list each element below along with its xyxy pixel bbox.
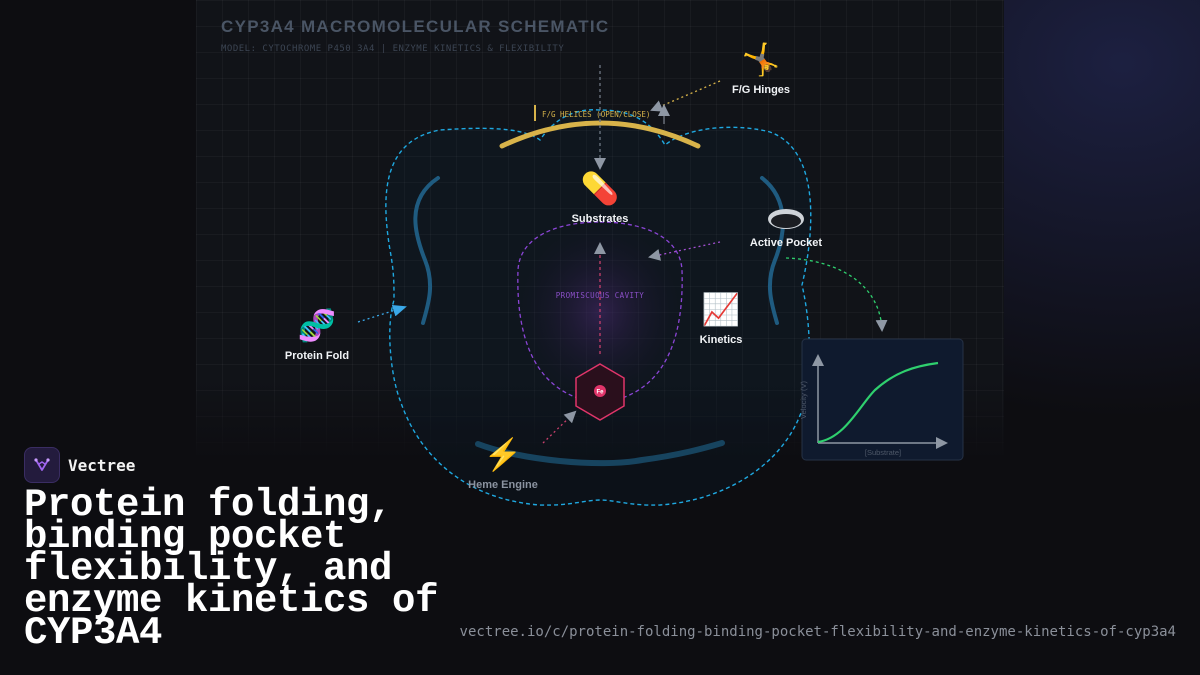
arrow-fold-to-outline	[357, 304, 407, 323]
headline: Protein folding, binding pocket flexibil…	[24, 483, 439, 655]
lightning-icon: ⚡	[483, 437, 523, 472]
person-cartwheeling-icon: 🤸	[741, 42, 781, 77]
fold-strand-bottom	[475, 440, 725, 467]
page-url[interactable]: vectree.io/c/protein-folding-binding-poc…	[459, 624, 1176, 640]
fe-dot	[594, 385, 606, 397]
helix-tick	[534, 105, 536, 121]
fe-label: Fe	[596, 390, 604, 396]
brand-name: Vectree	[68, 455, 136, 475]
pill-icon: 💊	[580, 171, 620, 206]
plot-xlabel: [Substrate]	[865, 448, 901, 457]
fold-strand-left	[413, 176, 440, 325]
cavity-label: PROMISCUOUS CAVITY	[556, 291, 645, 300]
schematic-subtitle: MODEL: CYTOCHROME P450 3A4 | ENZYME KINE…	[221, 44, 565, 54]
schematic-title: CYP3A4 MACROMOLECULAR SCHEMATIC	[221, 17, 610, 36]
cavity-glow	[517, 222, 683, 403]
sigmoidal-curve	[817, 361, 939, 444]
label-kinetics: Kinetics	[700, 334, 743, 346]
label-substrates: Substrates	[572, 213, 629, 225]
plot-ylabel: Velocity (V)	[799, 381, 808, 419]
kinetics-plot: [Substrate] Velocity (V)	[799, 338, 964, 461]
arrow-pocket-to-kinetics	[785, 257, 888, 332]
arrow-pocket-to-cavity	[648, 241, 721, 261]
label-active-pocket: Active Pocket	[750, 237, 822, 249]
brand: Vectree	[24, 447, 135, 483]
promiscuous-cavity	[517, 221, 683, 404]
dna-icon: 🧬	[297, 308, 337, 343]
vectree-logo-icon	[24, 447, 60, 483]
pocket-disc-icon	[768, 209, 804, 229]
label-heme-engine: Heme Engine	[468, 479, 538, 491]
label-protein-fold: Protein Fold	[285, 350, 349, 362]
arrow-hinges-to-helix	[650, 80, 721, 112]
label-fg-hinges: F/G Hinges	[732, 84, 790, 96]
chart-increasing-icon: 📈	[701, 292, 741, 327]
helix-label: F/G HELICES (OPEN/CLOSE)	[542, 110, 650, 119]
fold-strand-right	[760, 176, 785, 325]
fg-helix	[499, 120, 701, 149]
